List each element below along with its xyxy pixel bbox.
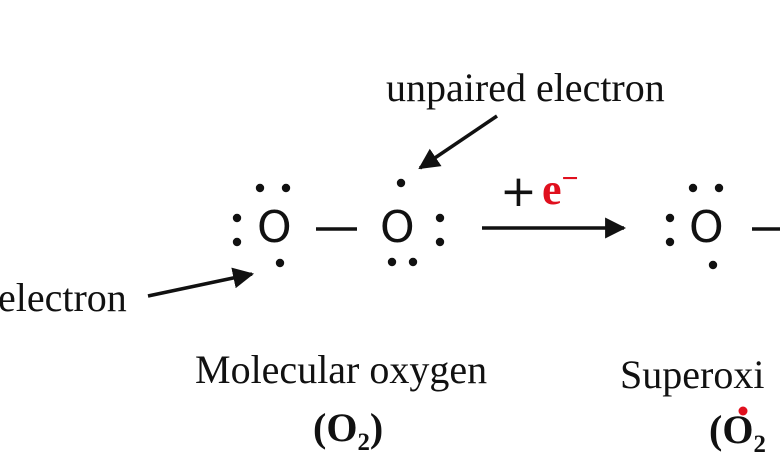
atom-o3: O [689,202,724,253]
o1-electron-dots [232,183,291,268]
superoxide-formula: (O2 [709,407,766,458]
atom-o2: O [380,202,415,253]
electron-label: electron [0,275,127,320]
electron-charge: − [561,162,579,195]
electron-symbol: e− [542,162,579,214]
electron-arrow [147,267,255,298]
superoxide-label: Superoxi [620,352,765,397]
molecular-oxygen-formula: (O2) [313,405,384,456]
superoxide-radical-dot [738,406,748,416]
o2-electron-dots [387,178,445,267]
plus-sign: + [500,166,537,217]
molecular-oxygen-label: Molecular oxygen [195,347,488,392]
o3-electron-dots [665,183,724,270]
atom-o1: O [257,202,292,253]
unpaired-electron-label: unpaired electron [386,65,665,110]
unpaired-electron-arrow [418,114,498,170]
